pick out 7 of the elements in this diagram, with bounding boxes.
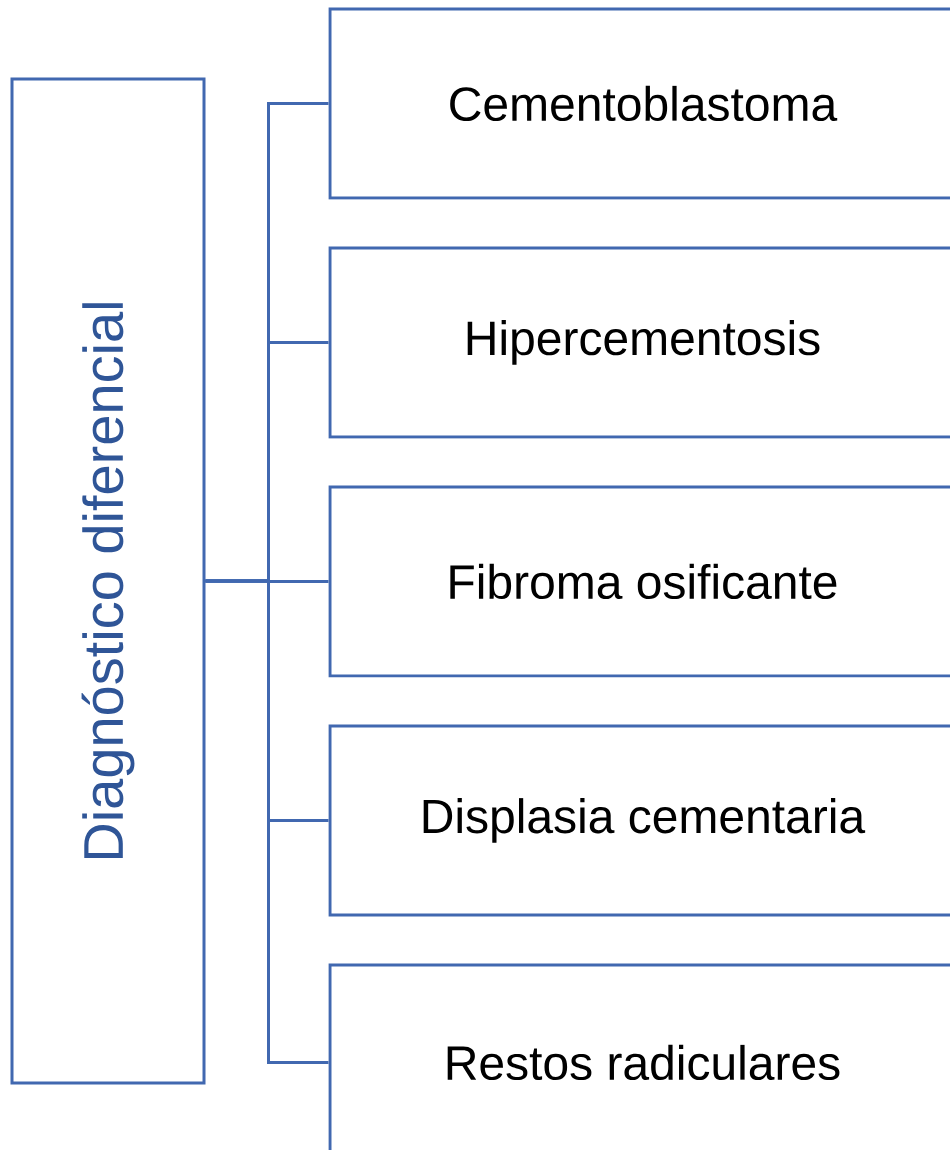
- item-box: Hipercementosis: [328, 246, 950, 439]
- item-box: Restos radiculares: [328, 963, 950, 1150]
- item-box: Displasia cementaria: [328, 724, 950, 917]
- connector-line: [205, 579, 329, 1064]
- category-box: Diagnóstico diferencial: [10, 77, 206, 1085]
- item-box: Fibroma osificante: [328, 485, 950, 678]
- item-box: Cementoblastoma: [328, 7, 950, 200]
